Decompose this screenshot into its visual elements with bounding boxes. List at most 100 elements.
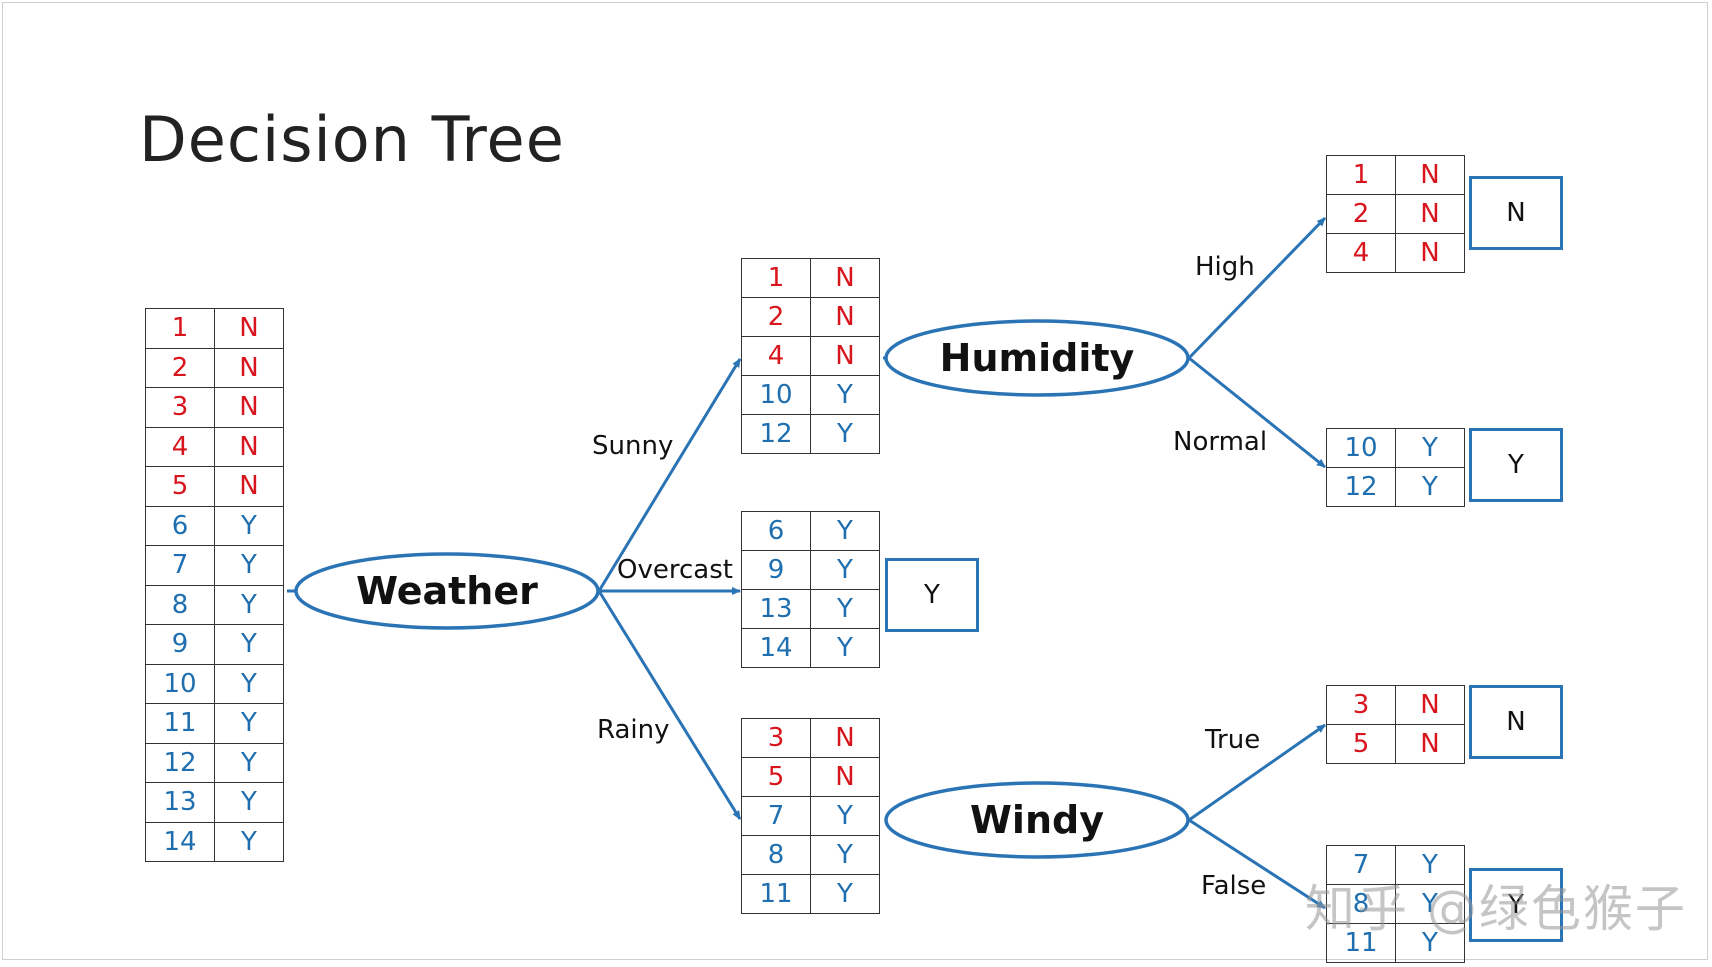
label-cell: N — [810, 258, 880, 298]
label-cell: N — [810, 718, 880, 758]
label-cell: Y — [810, 796, 880, 836]
label-cell: N — [810, 297, 880, 337]
label-cell: Y — [1395, 467, 1465, 507]
row-id-cell: 7 — [145, 545, 215, 586]
row-id-cell: 2 — [741, 297, 811, 337]
slide-title: Decision Tree — [139, 103, 565, 176]
row-id-cell: 8 — [741, 835, 811, 875]
row-id-cell: 13 — [145, 782, 215, 823]
label-cell: Y — [1395, 428, 1465, 468]
row-id-cell: 1 — [741, 258, 811, 298]
label-cell: Y — [810, 414, 880, 454]
row-id-cell: 12 — [145, 742, 215, 783]
row-id-cell: 2 — [1326, 194, 1396, 234]
label-cell: N — [214, 347, 284, 388]
label-cell: N — [810, 336, 880, 376]
edge-label-true: True — [1205, 725, 1261, 755]
row-id-cell: 4 — [1326, 233, 1396, 273]
row-id-cell: 11 — [1326, 923, 1396, 963]
label-cell: Y — [214, 821, 284, 862]
leaf-normal: Y — [1469, 428, 1563, 502]
watermark: 知乎 @绿色猴子 — [1305, 880, 1687, 938]
row-id-cell: 11 — [145, 703, 215, 744]
label-cell: Y — [214, 742, 284, 783]
label-cell: Y — [1395, 884, 1465, 924]
leaf-overcast: Y — [885, 558, 979, 632]
row-id-cell: 12 — [1326, 467, 1396, 507]
label-cell: N — [1395, 155, 1465, 195]
leaf-true: N — [1469, 685, 1563, 759]
label-cell: N — [214, 426, 284, 467]
row-id-cell: 1 — [145, 308, 215, 349]
label-cell: Y — [810, 589, 880, 629]
row-id-cell: 5 — [741, 757, 811, 797]
weather-node-shape — [294, 552, 600, 630]
label-cell: Y — [214, 782, 284, 823]
label-cell: N — [1395, 724, 1465, 764]
weather-node: Weather — [356, 569, 538, 613]
row-id-cell: 3 — [145, 387, 215, 428]
row-id-cell: 10 — [741, 375, 811, 415]
tree-edges — [287, 216, 1327, 910]
row-id-cell: 7 — [741, 796, 811, 836]
label-cell: N — [1395, 685, 1465, 725]
row-id-cell: 1 — [1326, 155, 1396, 195]
label-cell: Y — [214, 624, 284, 665]
label-cell: N — [1395, 233, 1465, 273]
label-cell: Y — [214, 663, 284, 704]
label-cell: Y — [214, 703, 284, 744]
row-id-cell: 14 — [741, 628, 811, 668]
label-cell: Y — [810, 375, 880, 415]
row-id-cell: 4 — [741, 336, 811, 376]
edge-true — [1188, 723, 1326, 822]
label-cell: Y — [214, 505, 284, 546]
edge-label-high: High — [1195, 252, 1255, 282]
row-id-cell: 3 — [741, 718, 811, 758]
edge-label-false: False — [1201, 871, 1267, 901]
leaf-false: Y — [1469, 868, 1563, 942]
label-cell: N — [214, 308, 284, 349]
label-cell: Y — [214, 545, 284, 586]
label-cell: Y — [810, 628, 880, 668]
row-id-cell: 11 — [741, 874, 811, 914]
edge-label-sunny: Sunny — [592, 431, 674, 461]
row-id-cell: 13 — [741, 589, 811, 629]
row-id-cell: 5 — [1326, 724, 1396, 764]
label-cell: Y — [810, 874, 880, 914]
